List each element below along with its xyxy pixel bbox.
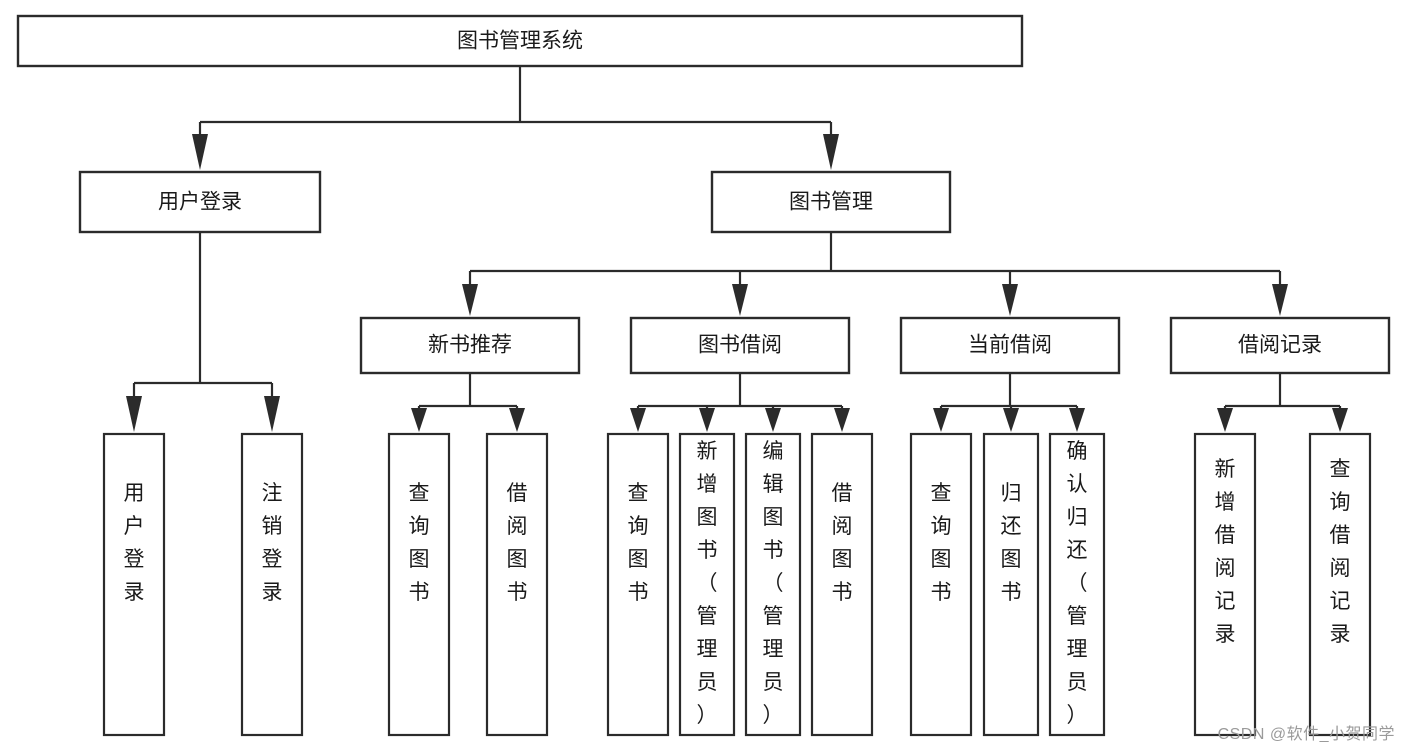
node-book-manage-label: 图书管理 [789, 191, 873, 214]
node-leaf-user-login[interactable]: 用户登录 [102, 432, 166, 737]
node-leaf-query-book-1[interactable]: 查询图书 [387, 432, 451, 737]
arrow-to-leaf-borrow-book-2 [834, 408, 850, 432]
csdn-watermark: CSDN @软件_小贺同学 [1217, 726, 1395, 743]
node-leaf-user-login-rect[interactable] [102, 432, 166, 737]
node-leaf-borrow-book-1-rect[interactable] [485, 432, 549, 737]
node-current-borrow[interactable]: 当前借阅 [899, 316, 1121, 375]
node-leaf-return-book-label: 归还图书 [1001, 482, 1022, 604]
arrow-to-leaf-add-record [1217, 408, 1233, 432]
arrow-to-leaf-query-book-1 [411, 408, 427, 432]
node-leaf-logout[interactable]: 注销登录 [240, 432, 304, 737]
node-leaf-query-record-label: 查询借阅记录 [1330, 458, 1351, 646]
node-leaf-add-book-label: 新增图书（管理员） [697, 440, 718, 727]
node-current-borrow-label: 当前借阅 [968, 334, 1052, 357]
node-leaf-borrow-book-2-rect[interactable] [810, 432, 874, 737]
node-leaf-add-book-rect[interactable] [678, 432, 736, 737]
node-new-book-rec[interactable]: 新书推荐 [359, 316, 581, 375]
arrow-to-leaf-query-book-2 [630, 408, 646, 432]
node-leaf-query-book-3-label: 查询图书 [931, 482, 952, 604]
node-leaf-add-book[interactable]: 新增图书（管理员） [678, 432, 736, 737]
node-leaf-edit-book[interactable]: 编辑图书（管理员） [744, 432, 802, 737]
arrow-to-leaf-add-book [699, 408, 715, 432]
node-leaf-add-record-label: 新增借阅记录 [1215, 458, 1236, 646]
node-new-book-rec-rect[interactable] [359, 316, 581, 375]
node-leaf-edit-book-label: 编辑图书（管理员） [763, 440, 784, 727]
node-current-borrow-rect[interactable] [899, 316, 1121, 375]
node-user-login[interactable]: 用户登录 [78, 170, 322, 234]
leaf-nodes-layer: 用户登录 注销登录 查询图书 借阅图书 查询图书 新增图书（管理员） [102, 432, 1372, 737]
node-leaf-edit-book-rect[interactable] [744, 432, 802, 737]
arrow-to-leaf-confirm-return [1069, 408, 1085, 432]
node-borrow-record-label: 借阅记录 [1238, 334, 1322, 357]
node-leaf-add-record-rect[interactable] [1193, 432, 1257, 737]
arrow-to-new-book-rec [462, 284, 478, 316]
node-leaf-query-book-3-rect[interactable] [909, 432, 973, 737]
node-leaf-query-record-rect[interactable] [1308, 432, 1372, 737]
node-leaf-confirm-return-label: 确认归还（管理员） [1067, 440, 1088, 727]
arrow-to-book-manage [823, 134, 839, 170]
arrow-to-leaf-borrow-book-1 [509, 408, 525, 432]
node-new-book-rec-label: 新书推荐 [428, 334, 512, 357]
node-leaf-query-book-2[interactable]: 查询图书 [606, 432, 670, 737]
node-leaf-query-record[interactable]: 查询借阅记录 [1308, 432, 1372, 737]
node-leaf-query-book-1-label: 查询图书 [409, 482, 430, 604]
arrow-to-borrow-record [1272, 284, 1288, 316]
node-leaf-user-login-label: 用户登录 [124, 482, 145, 604]
node-leaf-borrow-book-2[interactable]: 借阅图书 [810, 432, 874, 737]
node-leaf-add-record[interactable]: 新增借阅记录 [1193, 432, 1257, 737]
node-leaf-confirm-return-rect[interactable] [1048, 432, 1106, 737]
arrow-to-leaf-user-login [126, 396, 142, 432]
node-leaf-logout-label: 注销登录 [262, 482, 283, 604]
node-leaf-query-book-3[interactable]: 查询图书 [909, 432, 973, 737]
arrow-to-leaf-return-book [1003, 408, 1019, 432]
arrow-to-leaf-edit-book [765, 408, 781, 432]
node-leaf-logout-rect[interactable] [240, 432, 304, 737]
node-book-borrow-rect[interactable] [629, 316, 851, 375]
node-leaf-query-book-2-label: 查询图书 [628, 482, 649, 604]
node-user-login-label: 用户登录 [158, 191, 242, 214]
node-root-rect[interactable] [16, 14, 1024, 68]
node-book-borrow[interactable]: 图书借阅 [629, 316, 851, 375]
arrow-to-book-borrow [732, 284, 748, 316]
node-root-label: 图书管理系统 [457, 30, 583, 53]
node-leaf-borrow-book-1-label: 借阅图书 [507, 482, 528, 604]
node-leaf-borrow-book-1[interactable]: 借阅图书 [485, 432, 549, 737]
node-book-manage[interactable]: 图书管理 [710, 170, 952, 234]
arrow-to-leaf-query-record [1332, 408, 1348, 432]
node-borrow-record-rect[interactable] [1169, 316, 1391, 375]
arrow-to-leaf-query-book-3 [933, 408, 949, 432]
node-user-login-rect[interactable] [78, 170, 322, 234]
node-leaf-query-book-1-rect[interactable] [387, 432, 451, 737]
node-leaf-confirm-return[interactable]: 确认归还（管理员） [1048, 432, 1106, 737]
arrow-to-user-login [192, 134, 208, 170]
node-borrow-record[interactable]: 借阅记录 [1169, 316, 1391, 375]
arrow-to-leaf-logout [264, 396, 280, 432]
node-leaf-borrow-book-2-label: 借阅图书 [832, 482, 853, 604]
node-book-borrow-label: 图书借阅 [698, 334, 782, 357]
arrow-to-current-borrow [1002, 284, 1018, 316]
node-book-manage-rect[interactable] [710, 170, 952, 234]
node-leaf-return-book-rect[interactable] [982, 432, 1040, 737]
node-leaf-return-book[interactable]: 归还图书 [982, 432, 1040, 737]
connector-layer [126, 66, 1348, 432]
node-root[interactable]: 图书管理系统 [16, 14, 1024, 68]
node-leaf-query-book-2-rect[interactable] [606, 432, 670, 737]
